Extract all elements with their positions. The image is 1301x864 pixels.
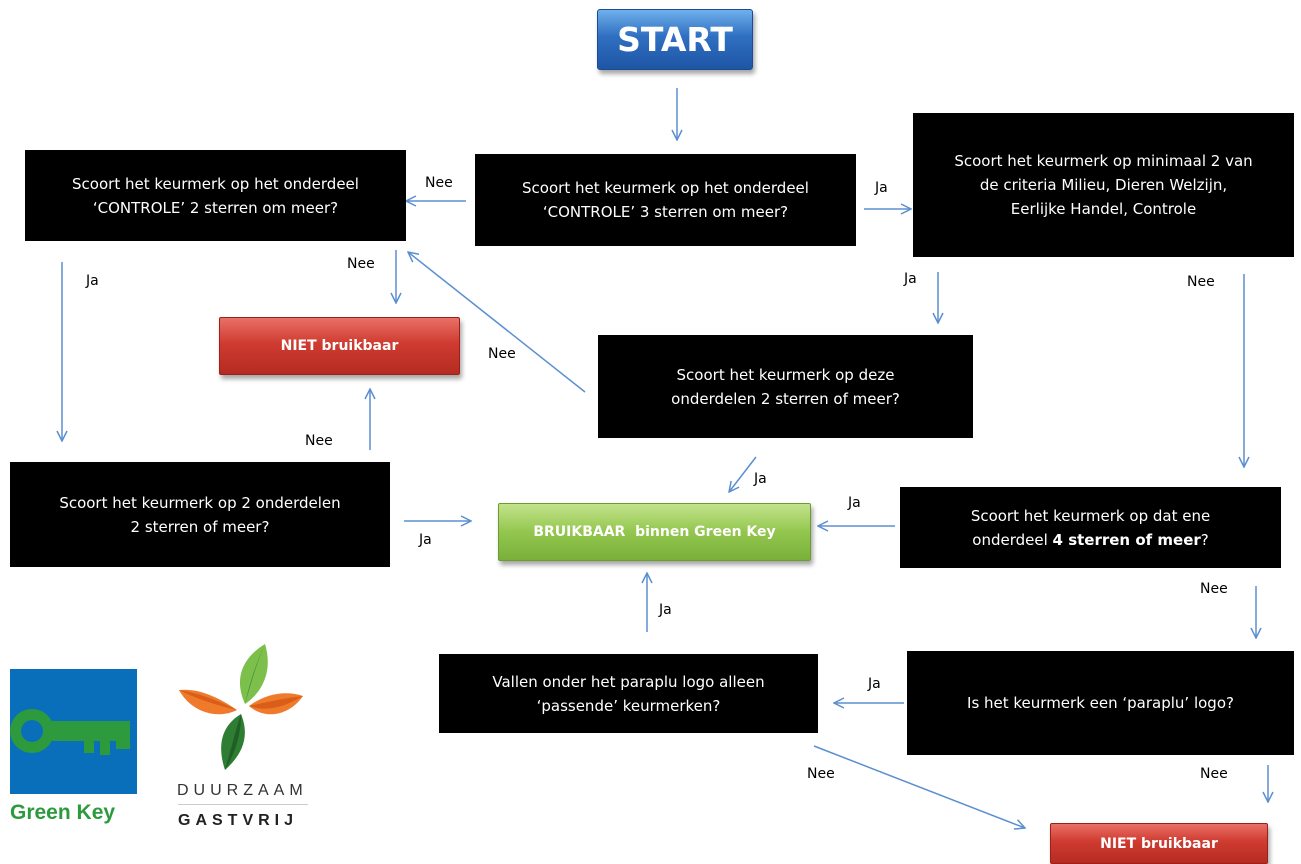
question-text-line: onderdelen 2 sterren of meer? — [671, 389, 900, 408]
label-ja: Ja — [419, 532, 432, 548]
green-key-logo — [10, 669, 137, 794]
label-nee: Nee — [347, 256, 375, 272]
label-nee: Nee — [305, 433, 333, 449]
result-label: NIET bruikbaar — [1100, 835, 1218, 852]
start-node: START — [597, 9, 753, 70]
start-label: START — [617, 20, 733, 59]
question-text-line: Vallen onder het paraplu logo alleen — [492, 672, 765, 691]
arrow-vallen-nee — [813, 745, 1025, 828]
label-ja: Ja — [848, 495, 861, 511]
question-text-bold: 4 sterren of meer — [1052, 530, 1201, 549]
label-ja: Ja — [659, 602, 672, 618]
result-label: NIET bruikbaar — [280, 338, 399, 354]
question-controle-2-stars: Scoort het keurmerk op het onderdeel ‘CO… — [25, 150, 406, 241]
label-ja: Ja — [754, 471, 767, 487]
question-text-line: Is het keurmerk een ‘paraplu’ logo? — [967, 694, 1234, 712]
question-text-line: Scoort het keurmerk op dat ene — [970, 506, 1211, 525]
result-bruikbaar: BRUIKBAAR binnen Green Key — [498, 503, 811, 561]
question-text-line: Scoort het keurmerk op minimaal 2 van — [954, 152, 1253, 170]
question-text-line: 2 sterren of meer? — [130, 517, 270, 536]
question-paraplu: Is het keurmerk een ‘paraplu’ logo? — [907, 651, 1294, 755]
question-text-line: ‘passende’ keurmerken? — [536, 696, 721, 715]
question-vallen-onder: Vallen onder het paraplu logo alleen ‘pa… — [439, 654, 818, 733]
question-criteria: Scoort het keurmerk op minimaal 2 van de… — [913, 113, 1294, 257]
question-text-line: Scoort het keurmerk op 2 onderdelen — [59, 493, 341, 512]
question-deze-onderdelen: Scoort het keurmerk op deze onderdelen 2… — [598, 335, 973, 438]
question-ene-onderdeel: Scoort het keurmerk op dat ene onderdeel… — [900, 487, 1281, 568]
question-text-line: ‘CONTROLE’ 2 sterren om meer? — [92, 198, 339, 217]
green-key-logo-text: Green Key — [10, 801, 116, 824]
gastvrij-logo-text: GASTVRIJ — [178, 812, 299, 829]
result-niet-bruikbaar: NIET bruikbaar — [1050, 823, 1268, 864]
question-text-line: Scoort het keurmerk op het onderdeel — [72, 174, 359, 193]
question-text-line: Scoort het keurmerk op deze — [676, 365, 895, 384]
result-label: BRUIKBAAR binnen Green Key — [533, 524, 776, 540]
question-text-line: ‘CONTROLE’ 3 sterren om meer? — [542, 203, 789, 221]
question-text-plain: onderdeel — [972, 530, 1053, 549]
arrow-deze-nee — [408, 252, 586, 393]
question-text-line: Eerlijke Handel, Controle — [1010, 200, 1197, 218]
label-nee: Nee — [488, 346, 516, 362]
question-text-line: de criteria Milieu, Dieren Welzijn, — [979, 176, 1228, 194]
label-nee: Nee — [807, 766, 835, 782]
question-twee-onderdelen: Scoort het keurmerk op 2 onderdelen 2 st… — [10, 462, 390, 567]
logo-divider — [178, 804, 308, 805]
label-ja: Ja — [904, 271, 917, 287]
arrow-deze-ja — [729, 456, 757, 492]
question-text-end: ? — [1200, 530, 1209, 549]
label-nee: Nee — [1200, 581, 1228, 597]
label-ja: Ja — [86, 273, 99, 289]
result-niet-bruikbaar: NIET bruikbaar — [219, 317, 460, 375]
label-nee: Nee — [425, 175, 453, 191]
label-ja: Ja — [868, 676, 881, 692]
question-controle-3-stars: Scoort het keurmerk op het onderdeel ‘CO… — [475, 154, 856, 246]
duurzaam-gastvrij-logo — [179, 644, 303, 770]
duurzaam-logo-text: DUURZAAM — [177, 782, 308, 799]
label-ja: Ja — [875, 180, 888, 196]
question-text-line-mixed: onderdeel 4 sterren of meer? — [971, 528, 1210, 552]
label-nee: Nee — [1200, 766, 1228, 782]
label-nee: Nee — [1187, 274, 1215, 290]
question-text-line: Scoort het keurmerk op het onderdeel — [522, 179, 809, 197]
